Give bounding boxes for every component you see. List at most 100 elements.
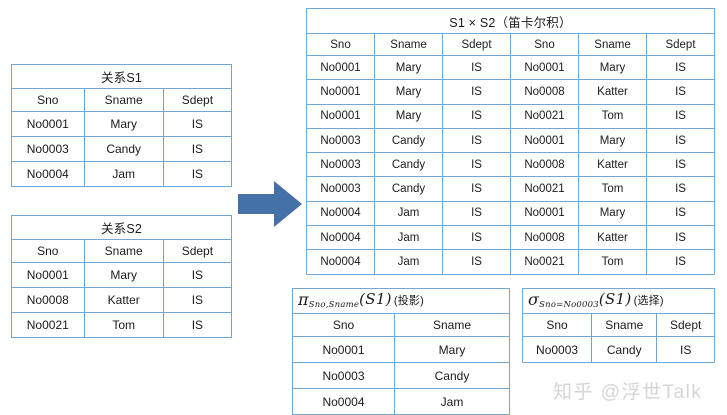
- cell-sdept: IS: [162, 111, 233, 137]
- table-row: No0003 Candy: [292, 362, 511, 389]
- cell-sno: No0021: [11, 312, 85, 338]
- cell-sno-left: No0004: [306, 249, 375, 275]
- cell-sname-right: Mary: [578, 200, 647, 227]
- column-header-sno: Sno: [11, 88, 85, 112]
- table-row: No0003 Candy IS No0001 Mary IS: [306, 127, 715, 154]
- column-header-sdept: Sdept: [162, 239, 233, 263]
- column-header-sno: Sno: [11, 239, 85, 263]
- cell-sname-left: Jam: [374, 225, 443, 251]
- table-row: No0001 Mary IS No0021 Tom IS: [306, 103, 715, 129]
- table-row: No0003 Candy IS No0021 Tom IS: [306, 176, 715, 202]
- cell-sno-right: No0008: [510, 152, 579, 178]
- cell-sdept-left: IS: [442, 127, 511, 154]
- cell-sname: Mary: [393, 336, 511, 363]
- table-caption: πSno,Sname(S1)(投影): [292, 288, 510, 314]
- column-header-sno: Sno: [521, 313, 593, 337]
- cell-sno-right: No0001: [510, 54, 579, 81]
- cell-sno-right: No0021: [510, 176, 579, 202]
- cell-sno-right: No0008: [510, 79, 579, 105]
- table-caption: 关系S2: [11, 215, 232, 240]
- cell-sdept: IS: [162, 262, 233, 288]
- table-caption-row: πSno,Sname(S1)(投影): [292, 288, 510, 314]
- cell-sname-left: Mary: [374, 54, 443, 81]
- column-header-sdept: Sdept: [162, 88, 233, 112]
- table-caption-row: σSno=No0003(S1)(选择): [522, 288, 715, 314]
- projection-argument: (S1): [359, 290, 392, 309]
- table-row: No0004 Jam IS No0008 Katter IS: [306, 225, 715, 251]
- cell-sno-left: No0003: [306, 127, 375, 154]
- cell-sno: No0003: [292, 362, 395, 389]
- projection-subscript: Sno,Sname: [308, 300, 360, 311]
- watermark: 知乎 @浮世Talk: [553, 382, 703, 403]
- cell-sdept-right: IS: [646, 127, 715, 154]
- cell-sno: No0004: [292, 388, 395, 415]
- table-row: No0001 Mary: [292, 336, 511, 363]
- cell-sdept-left: IS: [442, 249, 511, 275]
- selection-argument: (S1): [598, 290, 632, 309]
- table-caption: S1 × S2（笛卡尔积）: [306, 8, 715, 34]
- right-arrow-icon: [238, 181, 302, 227]
- cell-sno-left: No0004: [306, 225, 375, 251]
- table-cartesian-product: S1 × S2（笛卡尔积） Sno Sname Sdept Sno Sname …: [306, 8, 715, 275]
- cell-sno-left: No0003: [306, 152, 375, 178]
- cell-sname-right: Katter: [578, 152, 647, 178]
- table-row: No0004 Jam: [292, 388, 511, 415]
- pi-operator-symbol: π: [298, 290, 309, 310]
- column-header-sno: Sno: [292, 313, 395, 337]
- cell-sdept-right: IS: [646, 225, 715, 251]
- cell-sno: No0001: [292, 336, 395, 363]
- cell-sno-left: No0003: [306, 176, 375, 202]
- table-caption-row: 关系S2: [11, 215, 232, 240]
- table-projection: πSno,Sname(S1)(投影) Sno Sname No0001 Mary…: [292, 288, 511, 415]
- column-header-sdept-left: Sdept: [442, 33, 511, 56]
- cell-sdept-right: IS: [646, 79, 715, 105]
- sigma-operator-symbol: σ: [528, 290, 540, 310]
- cell-sdept-left: IS: [442, 103, 511, 129]
- column-header-sno-left: Sno: [306, 33, 375, 56]
- cell-sdept-left: IS: [442, 176, 511, 202]
- cell-sno: No0003: [11, 136, 85, 162]
- table-relation-s1: 关系S1 Sno Sname Sdept No0001 Mary IS No00…: [11, 64, 233, 187]
- cell-sname: Mary: [83, 262, 164, 288]
- cell-sno-right: No0021: [510, 249, 579, 275]
- table-caption: σSno=No0003(S1)(选择): [522, 288, 715, 314]
- cell-sno: No0004: [11, 161, 85, 187]
- cell-sdept: IS: [162, 287, 233, 313]
- cell-sdept-right: IS: [646, 176, 715, 202]
- cell-sno-left: No0001: [306, 103, 375, 129]
- cell-sname-right: Katter: [578, 225, 647, 251]
- table-relation-s2: 关系S2 Sno Sname Sdept No0001 Mary IS No00…: [11, 215, 233, 338]
- cell-sname-left: Mary: [374, 79, 443, 105]
- cell-sdept: IS: [162, 136, 233, 162]
- cell-sno: No0003: [521, 336, 593, 363]
- selection-annotation: (选择): [633, 295, 664, 308]
- cell-sname: Katter: [83, 287, 164, 313]
- projection-annotation: (投影): [393, 295, 424, 308]
- column-header-sname: Sname: [83, 88, 164, 112]
- table-header-row: Sno Sname Sdept: [11, 88, 233, 112]
- cell-sdept-right: IS: [646, 249, 715, 275]
- cell-sname: Mary: [83, 111, 164, 137]
- cell-sname: Candy: [591, 336, 658, 363]
- table-caption-row: S1 × S2（笛卡尔积）: [306, 8, 715, 34]
- table-header-row: Sno Sname Sdept: [11, 239, 233, 263]
- table-row: No0001 Mary IS: [11, 262, 233, 288]
- cell-sno-left: No0001: [306, 79, 375, 105]
- table-row: No0001 Mary IS No0001 Mary IS: [306, 54, 715, 81]
- cell-sno-left: No0001: [306, 54, 375, 81]
- table-row: No0003 Candy IS No0008 Katter IS: [306, 152, 715, 178]
- column-header-sname-left: Sname: [374, 33, 443, 56]
- table-row: No0001 Mary IS: [11, 111, 233, 137]
- cell-sdept-right: IS: [646, 200, 715, 227]
- table-row: No0003 Candy IS: [521, 336, 715, 363]
- cell-sdept-left: IS: [442, 54, 511, 81]
- cell-sno-left: No0004: [306, 200, 375, 227]
- cell-sdept-right: IS: [646, 54, 715, 81]
- table-caption: 关系S1: [11, 64, 232, 89]
- cell-sname: Jam: [83, 161, 164, 187]
- column-header-sname: Sname: [393, 313, 511, 337]
- cell-sno-right: No0001: [510, 200, 579, 227]
- cell-sdept: IS: [656, 336, 715, 363]
- selection-formula: σSno=No0003(S1)(选择): [528, 292, 664, 310]
- table-row: No0004 Jam IS: [11, 161, 233, 187]
